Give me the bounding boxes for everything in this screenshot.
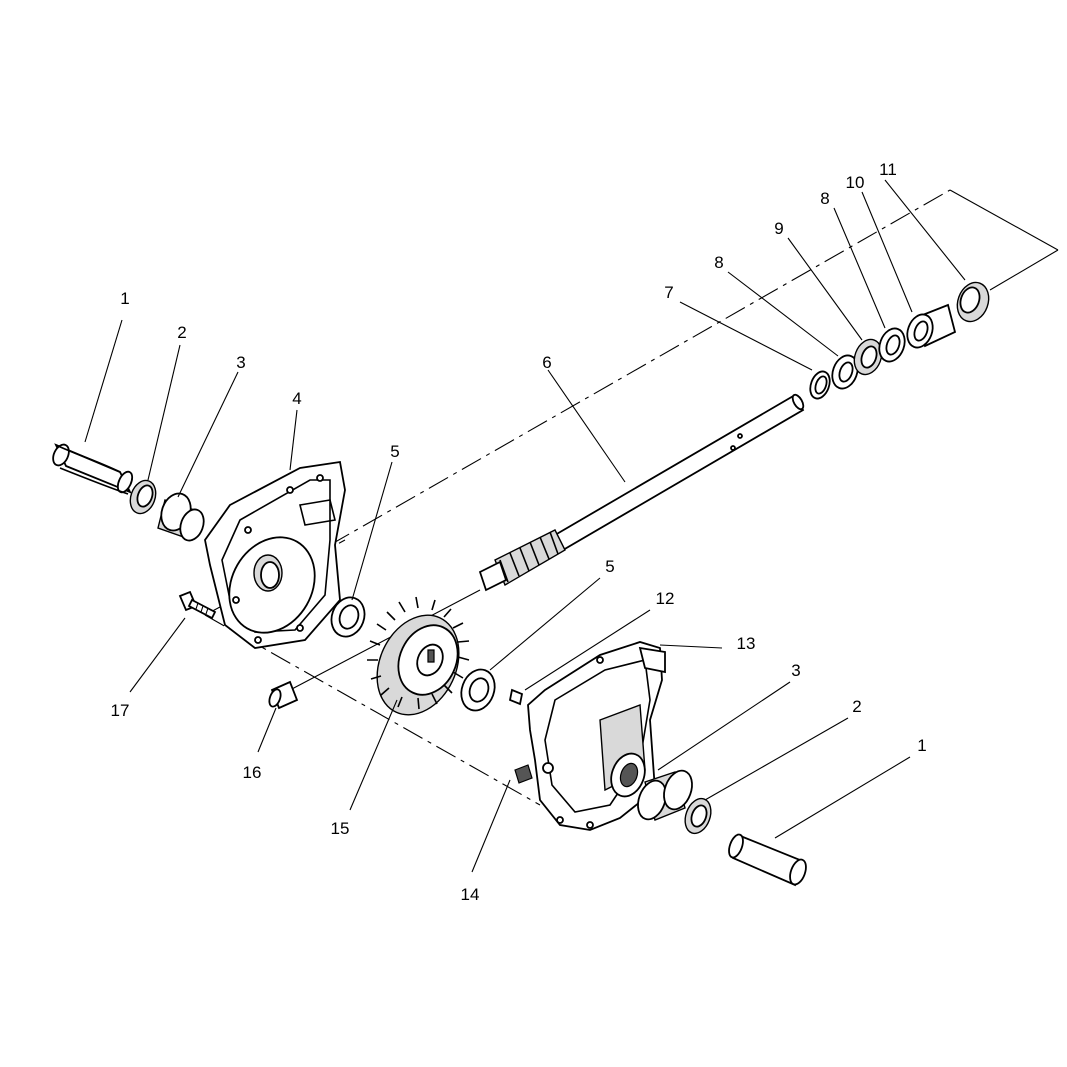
callout-10: 10 [846, 173, 865, 192]
snap-ring-7 [809, 370, 831, 400]
callout-15: 15 [331, 819, 350, 838]
callout-2-left: 2 [177, 323, 186, 342]
bushing-3-right [637, 769, 693, 821]
ring-2-left [129, 479, 157, 515]
callout-5-lower: 5 [605, 557, 614, 576]
pin-1-left [52, 443, 134, 495]
housing-4-left [204, 460, 346, 649]
callout-9: 9 [774, 219, 783, 238]
callout-labels: 1 2 3 4 5 6 7 8 9 8 10 11 5 12 13 3 2 1 … [111, 160, 927, 904]
worm-shaft-6 [478, 393, 805, 592]
key-12 [508, 688, 524, 706]
callout-12: 12 [656, 589, 675, 608]
worm-thread [499, 531, 559, 583]
leader-lines [84, 179, 966, 873]
callout-8-a: 8 [714, 253, 723, 272]
washer-5-upper [330, 596, 366, 638]
callout-8-b: 8 [820, 189, 829, 208]
callout-1-right: 1 [917, 736, 926, 755]
callout-14: 14 [461, 885, 480, 904]
callout-1-left: 1 [120, 289, 129, 308]
bushing-3-left [157, 492, 205, 542]
thrust-bearing-9 [853, 338, 883, 376]
callout-4: 4 [292, 389, 301, 408]
pin-1-right [728, 833, 807, 887]
callout-13: 13 [737, 634, 756, 653]
housing-13-right [514, 641, 666, 831]
sleeve-16 [268, 680, 299, 710]
callout-7: 7 [664, 283, 673, 302]
callout-5-upper: 5 [390, 442, 399, 461]
callout-17: 17 [111, 701, 130, 720]
worm-gear-15 [367, 596, 470, 716]
gear-teeth [367, 596, 470, 710]
washer-8b [878, 327, 906, 363]
flanged-bushing-10 [906, 303, 957, 349]
ring-2-right [684, 797, 712, 835]
washer-5-lower [460, 668, 496, 712]
callout-6: 6 [542, 353, 551, 372]
callout-2-right: 2 [852, 697, 861, 716]
callout-3-left: 3 [236, 353, 245, 372]
seal-11 [956, 281, 990, 323]
washer-8a [831, 354, 859, 390]
callout-16: 16 [243, 763, 262, 782]
bolt-17 [178, 590, 217, 620]
callout-3-right: 3 [791, 661, 800, 680]
callout-11: 11 [879, 160, 897, 179]
